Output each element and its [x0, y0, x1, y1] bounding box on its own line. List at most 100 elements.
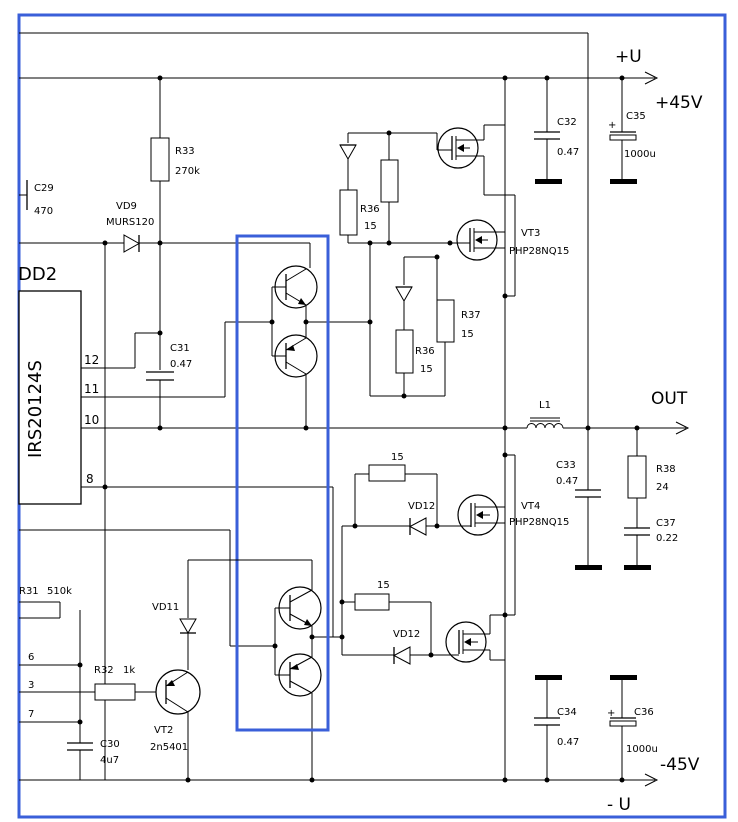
resistor-icon [94, 683, 136, 701]
c37-value: 0.22 [656, 533, 678, 544]
pos-voltage-label: +45V [655, 93, 703, 113]
pin-8: 8 [86, 472, 94, 486]
resistor-icon [339, 189, 358, 236]
pnp-transistor-icon [278, 653, 322, 697]
capacitor-icon: + [608, 120, 637, 141]
vt2-value: 2n5401 [150, 742, 188, 753]
neg-rail-arrow-icon [644, 773, 659, 787]
r33-value: 270k [175, 166, 200, 177]
vd9-value: MURS120 [106, 217, 154, 228]
resistor-icon [150, 137, 170, 182]
vd12a-ref: VD12 [408, 501, 435, 512]
c30-value: 4u7 [100, 755, 119, 766]
c34-value: 0.47 [557, 737, 579, 748]
c33-value: 0.47 [556, 476, 578, 487]
vd9-ref: VD9 [116, 201, 137, 212]
resistor-icon [436, 299, 455, 343]
l1-ref: L1 [539, 400, 551, 411]
c32-value: 0.47 [557, 147, 579, 158]
resistor-icon [380, 159, 399, 203]
c29-ref: C29 [34, 183, 54, 194]
r36a-ref: R36 [360, 204, 380, 215]
diode-icon [392, 646, 411, 665]
capacitor-icon [67, 742, 93, 751]
diode-icon [123, 234, 141, 253]
r38-ref: R38 [656, 464, 676, 475]
r38-value: 24 [656, 482, 669, 493]
capacitor-icon: + [607, 708, 637, 727]
junction-dots [77, 75, 640, 783]
capacitor-icon [534, 717, 560, 726]
vt3-value: PHP28NQ15 [509, 246, 569, 257]
diode-icon [395, 286, 413, 303]
c34-ref: C34 [557, 707, 577, 718]
c31-ref: C31 [170, 343, 190, 354]
ground-bar-icon [575, 565, 602, 570]
r37-value: 15 [461, 329, 474, 340]
r36b-ref: R36 [415, 346, 435, 357]
ground-bar-icon [535, 675, 562, 680]
vt3-ref: VT3 [521, 228, 540, 239]
c37-ref: C37 [656, 518, 676, 529]
r32-value: 1k [123, 665, 135, 676]
r-low2-value: 15 [377, 580, 390, 591]
mosfet-icon [437, 127, 479, 169]
c36-value: 1000u [626, 744, 658, 755]
r33-ref: R33 [175, 146, 195, 157]
capacitor-icon [624, 527, 650, 536]
pin-10: 10 [84, 413, 99, 427]
c33-ref: C33 [556, 460, 576, 471]
vd11-ref: VD11 [152, 602, 179, 613]
pin-11: 11 [84, 382, 99, 396]
r-low1-value: 15 [391, 452, 404, 463]
pos-rail-arrow-icon [644, 71, 659, 85]
c30-ref: C30 [100, 739, 120, 750]
resistor-icon [627, 455, 647, 499]
c35-value: 1000u [624, 149, 656, 160]
driver-name: IRS20124S [25, 360, 46, 458]
svg-text:+: + [608, 120, 616, 131]
capacitor-icon [146, 371, 174, 381]
vt2-ref: VT2 [154, 725, 173, 736]
pnp-transistor-icon [274, 334, 318, 378]
mosfet-icon [456, 219, 498, 261]
capacitor-icon [19, 180, 28, 210]
r36b-value: 15 [420, 364, 433, 375]
out-label: OUT [651, 389, 688, 409]
pin-7: 7 [28, 709, 34, 720]
ground-bar-icon [610, 179, 637, 184]
pin-3: 3 [28, 680, 34, 691]
pnp-transistor-icon [155, 669, 201, 715]
r36a-value: 15 [364, 221, 377, 232]
capacitor-icon [575, 489, 601, 498]
pin-6: 6 [28, 652, 34, 663]
r31-value: 510k [47, 586, 72, 597]
resistor-icon [354, 593, 390, 611]
driver-highlight-box [235, 234, 330, 732]
c31-value: 0.47 [170, 359, 192, 370]
vt4-ref: VT4 [521, 501, 540, 512]
driver-partial-label: DD2 [18, 264, 57, 285]
c32-ref: C32 [557, 117, 577, 128]
driver-ic [18, 290, 334, 647]
c29-value: 470 [34, 206, 53, 217]
diode-icon [339, 144, 357, 161]
r31-ref: R31 [19, 586, 39, 597]
neg-voltage-label: -45V [660, 755, 700, 775]
resistor-icon [395, 329, 414, 374]
vt4-value: PHP28NQ15 [509, 517, 569, 528]
pos-rail-label: +U [615, 47, 642, 67]
mosfet-icon [457, 494, 499, 536]
ground-bar-icon [624, 565, 651, 570]
neg-rail-label: - U [607, 795, 631, 815]
ground-bar-icon [535, 179, 562, 184]
diode-icon [408, 517, 427, 536]
pin-12: 12 [84, 353, 99, 367]
r32-ref: R32 [94, 665, 114, 676]
vd12b-ref: VD12 [393, 629, 420, 640]
c36-ref: C36 [634, 707, 654, 718]
r37-ref: R37 [461, 310, 481, 321]
resistor-icon [368, 464, 406, 482]
out-arrow-icon [675, 421, 690, 435]
